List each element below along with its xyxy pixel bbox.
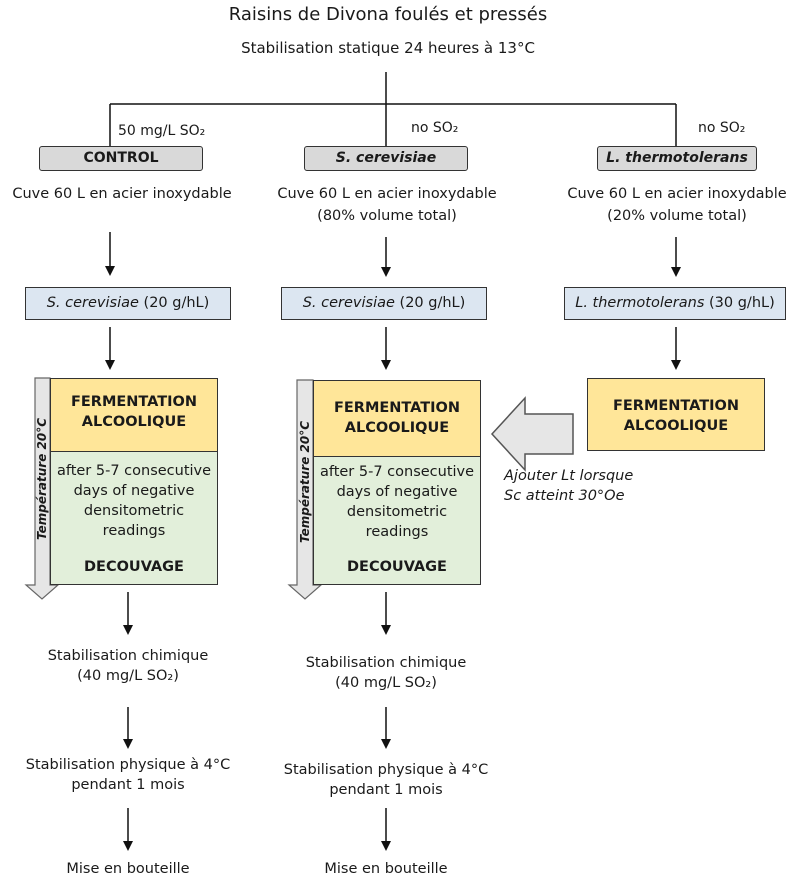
scer-fermentation-line2: ALCOOLIQUE	[344, 420, 450, 436]
control-vessel: Cuve 60 L en acier inoxydable	[12, 186, 232, 202]
control-chem-stab-2: (40 mg/L SO₂)	[77, 668, 179, 684]
control-condition-4: readings	[102, 523, 166, 539]
diagram-subtitle: Stabilisation statique 24 heures à 13°C	[241, 39, 535, 57]
control-condition-2: days of negative	[73, 483, 195, 499]
lthermo-fermentation-box: FERMENTATION ALCOOLIQUE	[587, 378, 765, 451]
scer-so2-label: no SO₂	[411, 120, 459, 136]
control-temperature-label: Température 20°C	[35, 417, 49, 541]
scer-bottling: Mise en bouteille	[324, 861, 448, 877]
scer-chem-stab-1: Stabilisation chimique	[305, 655, 467, 671]
scer-fermentation-block: FERMENTATION ALCOOLIQUE after 5-7 consec…	[313, 380, 481, 585]
control-header-box: CONTROL	[39, 146, 203, 171]
scer-condition-2: days of negative	[336, 484, 458, 500]
scer-header-label: S. cerevisiae	[335, 150, 437, 166]
control-fermentation-line1: FERMENTATION	[70, 394, 198, 410]
transfer-arrow	[490, 396, 574, 472]
transfer-note-line2: Sc atteint 30°Oe	[504, 488, 625, 504]
lthermo-so2-label: no SO₂	[698, 120, 746, 136]
lthermo-inoculum-box: L. thermotolerans (30 g/hL)	[564, 287, 786, 320]
scer-phys-stab-2: pendant 1 mois	[329, 782, 443, 798]
lthermo-vessel-share: (20% volume total)	[607, 208, 747, 224]
scer-decouvage: DECOUVAGE	[347, 559, 447, 575]
lthermo-fermentation-line1: FERMENTATION	[612, 398, 740, 414]
scer-condition-4: readings	[365, 524, 429, 540]
control-fermentation-block: FERMENTATION ALCOOLIQUE after 5-7 consec…	[50, 378, 218, 585]
scer-temperature-label: Température 20°C	[298, 420, 312, 544]
scer-fermentation-line1: FERMENTATION	[333, 400, 461, 416]
control-inoculum-species: S. cerevisiae	[46, 295, 139, 311]
scer-inoculum-dose: (20 g/hL)	[394, 295, 466, 311]
scer-condition-3: densitometric	[346, 504, 448, 520]
scer-inoculum-species: S. cerevisiae	[302, 295, 395, 311]
lthermo-vessel: Cuve 60 L en acier inoxydable	[567, 186, 787, 202]
control-inoculum-box: S. cerevisiae (20 g/hL)	[25, 287, 231, 320]
control-fermentation-line2: ALCOOLIQUE	[81, 414, 187, 430]
diagram-title: Raisins de Divona foulés et pressés	[228, 4, 548, 25]
scer-vessel: Cuve 60 L en acier inoxydable	[277, 186, 497, 202]
scer-chem-stab-2: (40 mg/L SO₂)	[335, 675, 437, 691]
scer-vessel-share: (80% volume total)	[317, 208, 457, 224]
control-chem-stab-1: Stabilisation chimique	[47, 648, 209, 664]
control-decouvage: DECOUVAGE	[84, 559, 184, 575]
lthermo-fermentation-line2: ALCOOLIQUE	[623, 418, 729, 434]
control-phys-stab-2: pendant 1 mois	[71, 777, 185, 793]
control-phys-stab-1: Stabilisation physique à 4°C	[25, 757, 231, 773]
lthermo-inoculum-species: L. thermotolerans	[575, 295, 705, 311]
control-condition-3: densitometric	[83, 503, 185, 519]
scer-fermentation-header	[314, 381, 480, 457]
lthermo-header-label: L. thermotolerans	[606, 150, 748, 166]
scer-phys-stab-1: Stabilisation physique à 4°C	[283, 762, 489, 778]
control-header-label: CONTROL	[83, 150, 159, 166]
control-so2-label: 50 mg/L SO₂	[118, 123, 206, 139]
control-fermentation-header	[51, 379, 217, 452]
lthermo-header-box: L. thermotolerans	[597, 146, 757, 171]
scer-inoculum-box: S. cerevisiae (20 g/hL)	[281, 287, 487, 320]
lthermo-inoculum-dose: (30 g/hL)	[704, 295, 775, 311]
scer-condition-1: after 5-7 consecutive	[319, 464, 475, 480]
control-inoculum-dose: (20 g/hL)	[138, 295, 210, 311]
control-bottling: Mise en bouteille	[66, 861, 190, 877]
transfer-note-line1: Ajouter Lt lorsque	[504, 468, 634, 484]
scer-header-box: S. cerevisiae	[304, 146, 468, 171]
control-condition-1: after 5-7 consecutive	[56, 463, 212, 479]
